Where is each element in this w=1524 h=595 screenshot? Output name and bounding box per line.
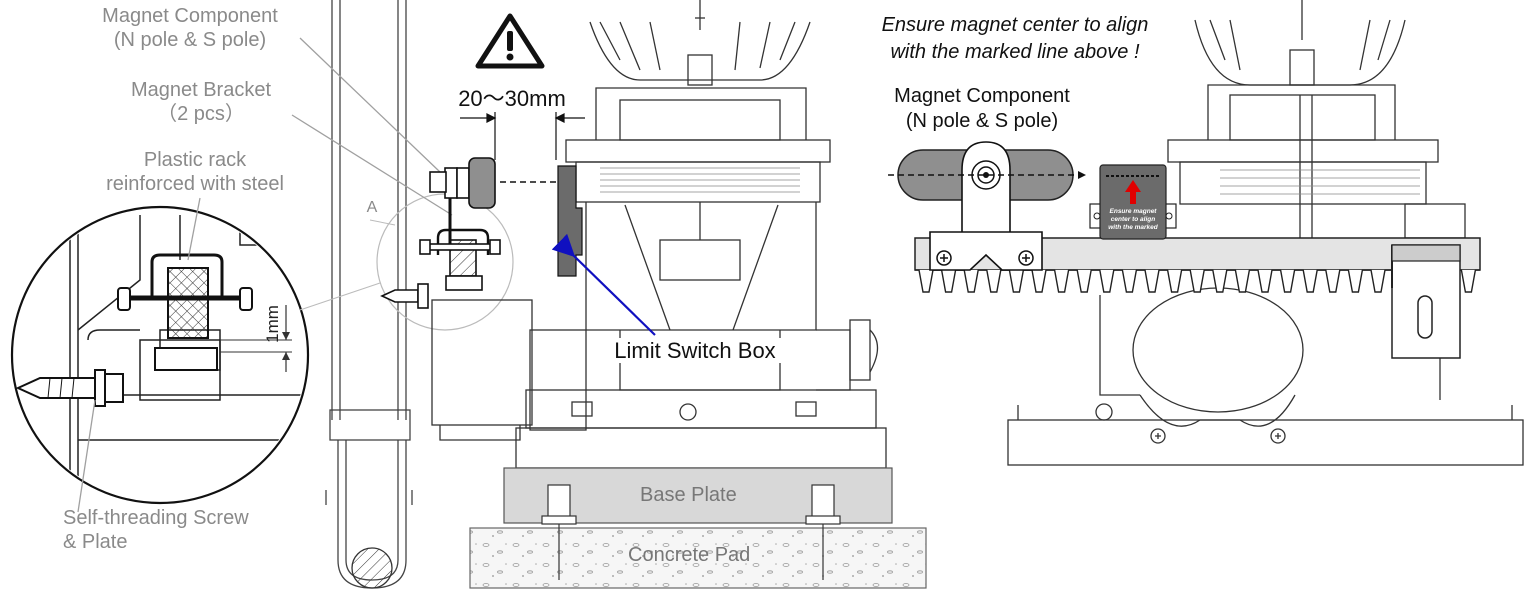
- concrete-pad: [469, 527, 927, 589]
- warning-icon: [475, 13, 545, 69]
- limit-switch-box-front: [1089, 164, 1177, 240]
- switch-box-sticker-line3: with the marked: [1108, 224, 1158, 231]
- plastic-rack-label: Plastic rack reinforced with steel: [70, 148, 320, 196]
- concrete-pad-label: Concrete Pad: [628, 544, 751, 566]
- switch-box-sticker-line1: Ensure magnet: [1109, 208, 1157, 215]
- detail-marker-label: A: [366, 199, 378, 216]
- screw-label-line2: & Plate: [63, 531, 128, 553]
- red-alignment-arrow: [1125, 180, 1141, 204]
- magnet-component-front-label-line2: (N pole & S pole): [905, 110, 1059, 132]
- plastic-rack-label-line1: Plastic rack: [143, 149, 247, 171]
- switch-box-sticker-line2: center to align: [1110, 216, 1156, 223]
- limit-switch-box-label: Limit Switch Box: [590, 338, 800, 363]
- magnet-assembly-side: [380, 157, 501, 309]
- magnet-component-front: [897, 141, 1074, 271]
- limit-switch-arrow: [551, 233, 656, 336]
- magnet-bracket-label-line1: Magnet Bracket: [130, 79, 272, 101]
- magnet-bracket-label-line2: （2 pcs）: [157, 103, 245, 125]
- magnet-bracket-label: Magnet Bracket （2 pcs）: [96, 78, 306, 126]
- alignment-note-line2: with the marked line above !: [890, 41, 1140, 63]
- magnet-component-label-line2: (N pole & S pole): [113, 29, 267, 51]
- leader-lines: [77, 37, 453, 513]
- screw-label-line1: Self-threading Screw: [63, 507, 249, 529]
- alignment-note-line1: Ensure magnet center to align: [881, 14, 1149, 36]
- magnet-component-front-label-line1: Magnet Component: [894, 85, 1070, 107]
- operator-front-view: [1007, 0, 1524, 466]
- rack-stopper: [1391, 244, 1461, 359]
- plastic-rack-label-line2: reinforced with steel: [106, 173, 284, 195]
- gap-dimension-label: 1mm: [263, 305, 282, 343]
- distance-dimension: [460, 112, 585, 160]
- distance-label: 20～30mm: [458, 86, 566, 111]
- anchor-bolts: [541, 484, 841, 580]
- base-plate-label: Base Plate: [640, 484, 737, 506]
- screw-label: Self-threading Screw & Plate: [63, 506, 303, 554]
- detail-circle: [10, 205, 310, 505]
- magnet-component-label: Magnet Component (N pole & S pole): [70, 4, 310, 52]
- gate-post: [325, 0, 413, 589]
- magnet-component-front-label: Magnet Component (N pole & S pole): [862, 84, 1102, 134]
- operator-side-view: [431, 0, 887, 469]
- magnet-component-label-line1: Magnet Component: [102, 5, 278, 27]
- switch-box-sticker-text: Ensure magnet center to align with the m…: [1102, 208, 1164, 232]
- alignment-note: Ensure magnet center to align with the m…: [840, 12, 1190, 66]
